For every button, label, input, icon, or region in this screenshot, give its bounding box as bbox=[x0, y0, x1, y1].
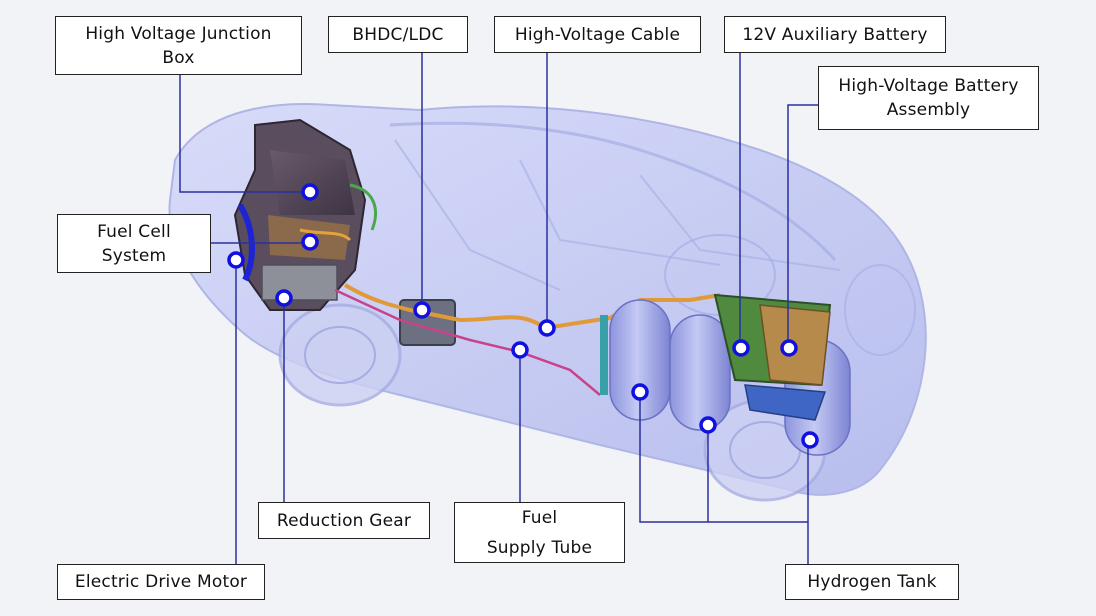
label-fuel-cell-line2: System bbox=[101, 245, 167, 266]
fuel-tube-line bbox=[334, 288, 601, 396]
fuel-cell-module bbox=[233, 118, 377, 311]
label-fuel-cell: Fuel Cell System bbox=[57, 214, 211, 273]
marker-hydrogen-tank-1 bbox=[631, 383, 649, 401]
label-hv-cable: High-Voltage Cable bbox=[494, 16, 701, 53]
marker-hv-junction-box bbox=[301, 183, 319, 201]
label-aux-battery-line1: 12V Auxiliary Battery bbox=[742, 24, 928, 45]
label-hydrogen-tank: Hydrogen Tank bbox=[785, 564, 959, 600]
marker-fuel-tube bbox=[511, 341, 529, 359]
label-fuel-cell-line1: Fuel Cell bbox=[97, 221, 171, 242]
marker-hv-battery bbox=[780, 339, 798, 357]
label-hv-cable-line1: High-Voltage Cable bbox=[514, 24, 681, 45]
label-fuel-supply-tube: Fuel Supply Tube bbox=[454, 502, 625, 563]
marker-drive-motor bbox=[227, 251, 245, 269]
label-hv-battery-line2: Assembly bbox=[886, 100, 971, 120]
marker-fuel-cell bbox=[301, 233, 319, 251]
leader-lines bbox=[179, 52, 818, 564]
label-aux-battery: 12V Auxiliary Battery bbox=[724, 16, 946, 53]
label-hv-battery: High-Voltage Battery Assembly bbox=[818, 66, 1039, 130]
label-fuel-supply-tube-line1: Fuel bbox=[521, 507, 558, 528]
label-hv-junction-box: High Voltage Junction Box bbox=[55, 16, 302, 75]
label-bhdc-ldc-line1: BHDC/LDC bbox=[352, 24, 444, 45]
label-reduction-gear-line1: Reduction Gear bbox=[276, 510, 412, 531]
marker-reduction-gear bbox=[275, 289, 293, 307]
label-hv-junction-box-line1: High Voltage Junction bbox=[85, 23, 272, 44]
label-fuel-supply-tube-line2: Supply Tube bbox=[486, 537, 593, 558]
label-hv-junction-box-line2: Box bbox=[162, 47, 195, 68]
marker-hydrogen-tank-2 bbox=[699, 416, 717, 434]
label-reduction-gear: Reduction Gear bbox=[258, 502, 430, 539]
callout-markers bbox=[227, 183, 819, 449]
marker-aux-battery bbox=[732, 339, 750, 357]
label-hv-battery-line1: High-Voltage Battery bbox=[838, 76, 1019, 96]
label-bhdc-ldc: BHDC/LDC bbox=[328, 16, 468, 53]
marker-hv-cable bbox=[538, 319, 556, 337]
label-drive-motor: Electric Drive Motor bbox=[57, 564, 265, 600]
marker-hydrogen-tank-3 bbox=[801, 431, 819, 449]
label-drive-motor-line1: Electric Drive Motor bbox=[74, 572, 248, 592]
label-hydrogen-tank-line1: Hydrogen Tank bbox=[807, 572, 937, 592]
marker-bhdc-ldc bbox=[413, 301, 431, 319]
